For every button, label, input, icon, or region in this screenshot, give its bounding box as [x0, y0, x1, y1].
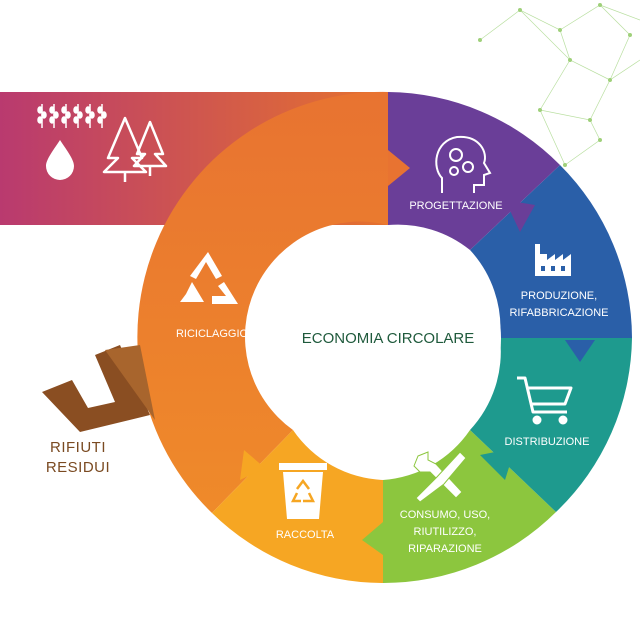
trees-icon — [102, 116, 168, 182]
label-riciclaggio: RICICLAGGIO — [176, 328, 249, 340]
network-decoration — [478, 3, 640, 167]
shopping-cart-icon — [517, 376, 573, 425]
recycle-bin-icon — [279, 463, 327, 519]
head-gears-icon — [435, 135, 492, 193]
arrow-notch-3 — [565, 340, 595, 362]
label-distribuzione: DISTRIBUZIONE — [505, 436, 590, 448]
factory-icon — [535, 244, 571, 276]
segment-distribuzione — [470, 338, 632, 512]
arrow-notch-6 — [240, 450, 265, 480]
center-hub — [275, 225, 501, 451]
label-produzione-1: PRODUZIONE, — [521, 290, 597, 302]
segment-produzione — [470, 165, 632, 338]
residue-line-2: RESIDUI — [46, 459, 110, 476]
label-produzione-2: RIFABBRICAZIONE — [509, 307, 608, 319]
arrow-notch-2 — [505, 200, 535, 232]
center-title: ECONOMIA CIRCOLARE — [302, 330, 475, 347]
arrow-notch-4 — [480, 448, 515, 480]
segment-progettazione — [388, 92, 560, 250]
down-arrow-shadow — [105, 345, 155, 420]
recycle-arrows-icon — [180, 252, 238, 304]
label-progettazione: PROGETTAZIONE — [409, 200, 502, 212]
label-consumo-3: RIPARAZIONE — [408, 543, 482, 555]
arrow-notch-1 — [388, 150, 410, 186]
label-consumo-1: CONSUMO, USO, — [400, 509, 490, 521]
wheat-icon — [37, 104, 107, 128]
label-consumo-2: RIUTILIZZO, — [414, 526, 477, 538]
arrow-notch-5 — [362, 522, 383, 555]
segment-riciclaggio — [137, 91, 388, 513]
label-raccolta: RACCOLTA — [276, 529, 335, 541]
wrench-screwdriver-icon — [413, 451, 467, 503]
water-drop-icon — [46, 140, 74, 180]
residue-line-1: RIFIUTI — [50, 439, 106, 456]
